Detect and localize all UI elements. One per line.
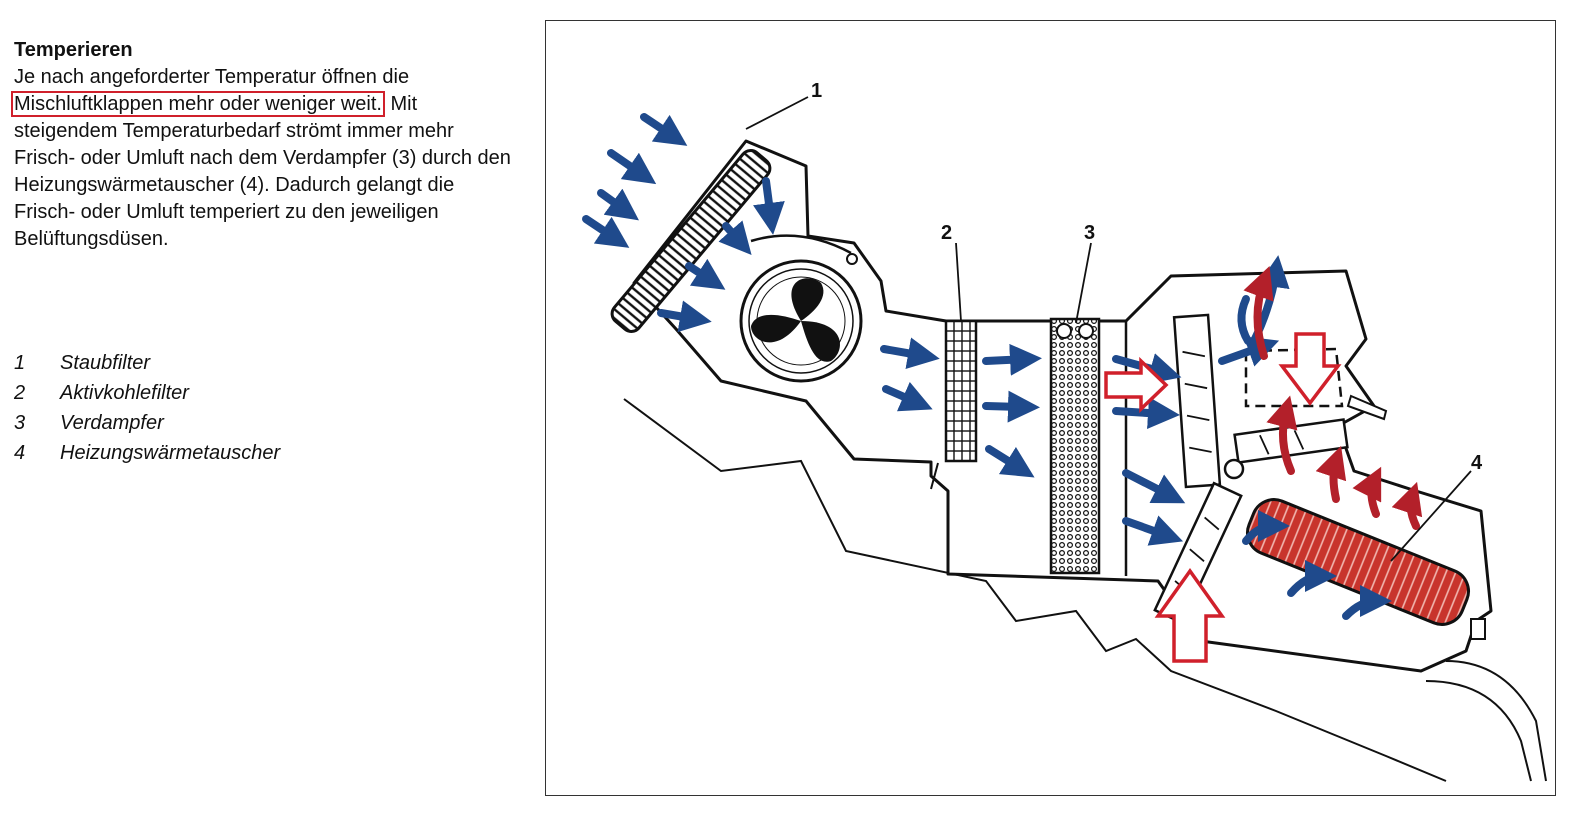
callout-number: 2 — [941, 222, 952, 244]
highlighted-phrase: Mischluftklappen mehr oder weniger weit. — [11, 91, 385, 117]
body-panel-outline — [1425, 680, 1532, 782]
outlet-stub — [1470, 618, 1486, 640]
paragraph-text-start: Je nach angeforderter Temperatur öffnen … — [14, 66, 410, 88]
body-panel-outline — [1445, 660, 1547, 782]
dust-filter — [610, 149, 772, 333]
footwell-flap-dashed — [1244, 347, 1344, 408]
legend-item: 1 Staubfilter — [14, 348, 280, 378]
highlight-arrows — [1104, 332, 1342, 663]
callout-leaders — [745, 96, 1472, 562]
legend-label: Aktivkohlefilter — [60, 382, 189, 404]
callout-number: 3 — [1084, 222, 1095, 244]
hvac-diagram-svg: 1 2 3 4 — [582, 80, 1547, 782]
legend-number: 2 — [14, 382, 26, 404]
flap-pivot — [1223, 458, 1245, 480]
legend-number: 3 — [14, 412, 26, 434]
callout-number: 4 — [1471, 452, 1483, 474]
description-block: Temperieren Je nach angeforderter Temper… — [11, 38, 514, 253]
warm-air-arrows — [1243, 265, 1423, 530]
evaporator — [1049, 317, 1101, 575]
legend-item: 2 Aktivkohlefilter — [14, 378, 280, 408]
legend-number: 1 — [14, 352, 26, 374]
mix-air-flap-upper — [1172, 313, 1222, 489]
legend-item: 3 Verdampfer — [14, 408, 280, 438]
legend-number: 4 — [14, 442, 26, 464]
legend-item: 4 Heizungswärmetauscher — [14, 438, 280, 468]
callout-number: 1 — [811, 80, 822, 102]
legend-list: 1 Staubfilter 2 Aktivkohlefilter 3 Verda… — [14, 348, 280, 468]
paragraph-text-end: Mit steigendem Temperaturbedarf strömt i… — [14, 93, 511, 250]
housing-partition — [930, 462, 939, 490]
blower-fan — [739, 234, 863, 383]
legend-label: Verdampfer — [60, 412, 164, 434]
hvac-diagram: 1 2 3 4 — [545, 20, 1556, 796]
carbon-filter — [944, 319, 978, 463]
section-title: Temperieren — [14, 39, 133, 61]
legend-label: Staubfilter — [60, 352, 151, 374]
heater-core — [1246, 498, 1470, 626]
legend-label: Heizungswärmetauscher — [60, 442, 281, 464]
body-panel-outline — [623, 398, 1447, 782]
lever-arm — [1346, 394, 1388, 421]
description-paragraph: Je nach angeforderter Temperatur öffnen … — [11, 64, 514, 253]
